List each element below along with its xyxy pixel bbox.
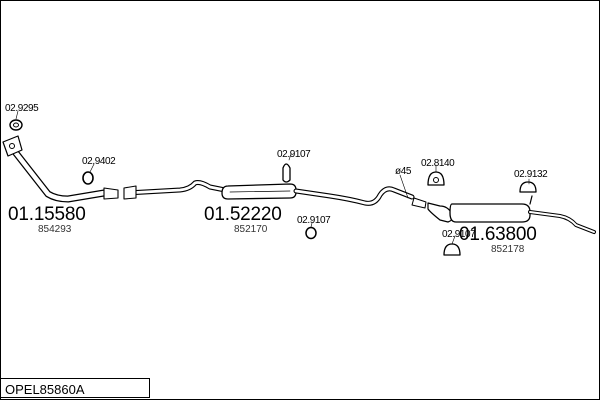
accessory-label: 02.9107 — [442, 229, 476, 240]
rubber-mount-icon — [427, 171, 445, 186]
rubber-mount-icon — [443, 243, 461, 256]
rubber-mount-icon — [305, 226, 317, 240]
diagram-code: OPEL85860A — [5, 382, 85, 397]
diagram-code-box: OPEL85860A — [0, 378, 150, 398]
accessory-label: 02.9132 — [514, 169, 548, 180]
rear-silencer — [411, 195, 596, 234]
diameter-annotation: ø45 — [395, 166, 412, 177]
accessory-label: 02.9107 — [297, 215, 331, 226]
accessory-label: 02.9402 — [82, 156, 116, 167]
section-part-number: 01.63800 — [459, 224, 537, 245]
leader-lines — [15, 110, 530, 245]
front-pipe — [2, 135, 119, 203]
gasket-icon — [9, 119, 23, 131]
rubber-mount-icon — [519, 181, 537, 193]
accessory-label: 02.9107 — [277, 149, 311, 160]
section-part-number: 01.15580 — [8, 204, 86, 225]
section-part-number: 01.52220 — [204, 204, 282, 225]
clamp-icon — [282, 163, 291, 183]
section-oem-number: 852178 — [491, 244, 525, 255]
accessory-label: 02.8140 — [421, 158, 455, 169]
accessory-label: 02.9295 — [5, 103, 39, 114]
section-oem-number: 854293 — [38, 224, 72, 235]
section-oem-number: 852170 — [234, 224, 268, 235]
centre-pipe — [123, 180, 415, 206]
clamp-icon — [82, 171, 94, 185]
